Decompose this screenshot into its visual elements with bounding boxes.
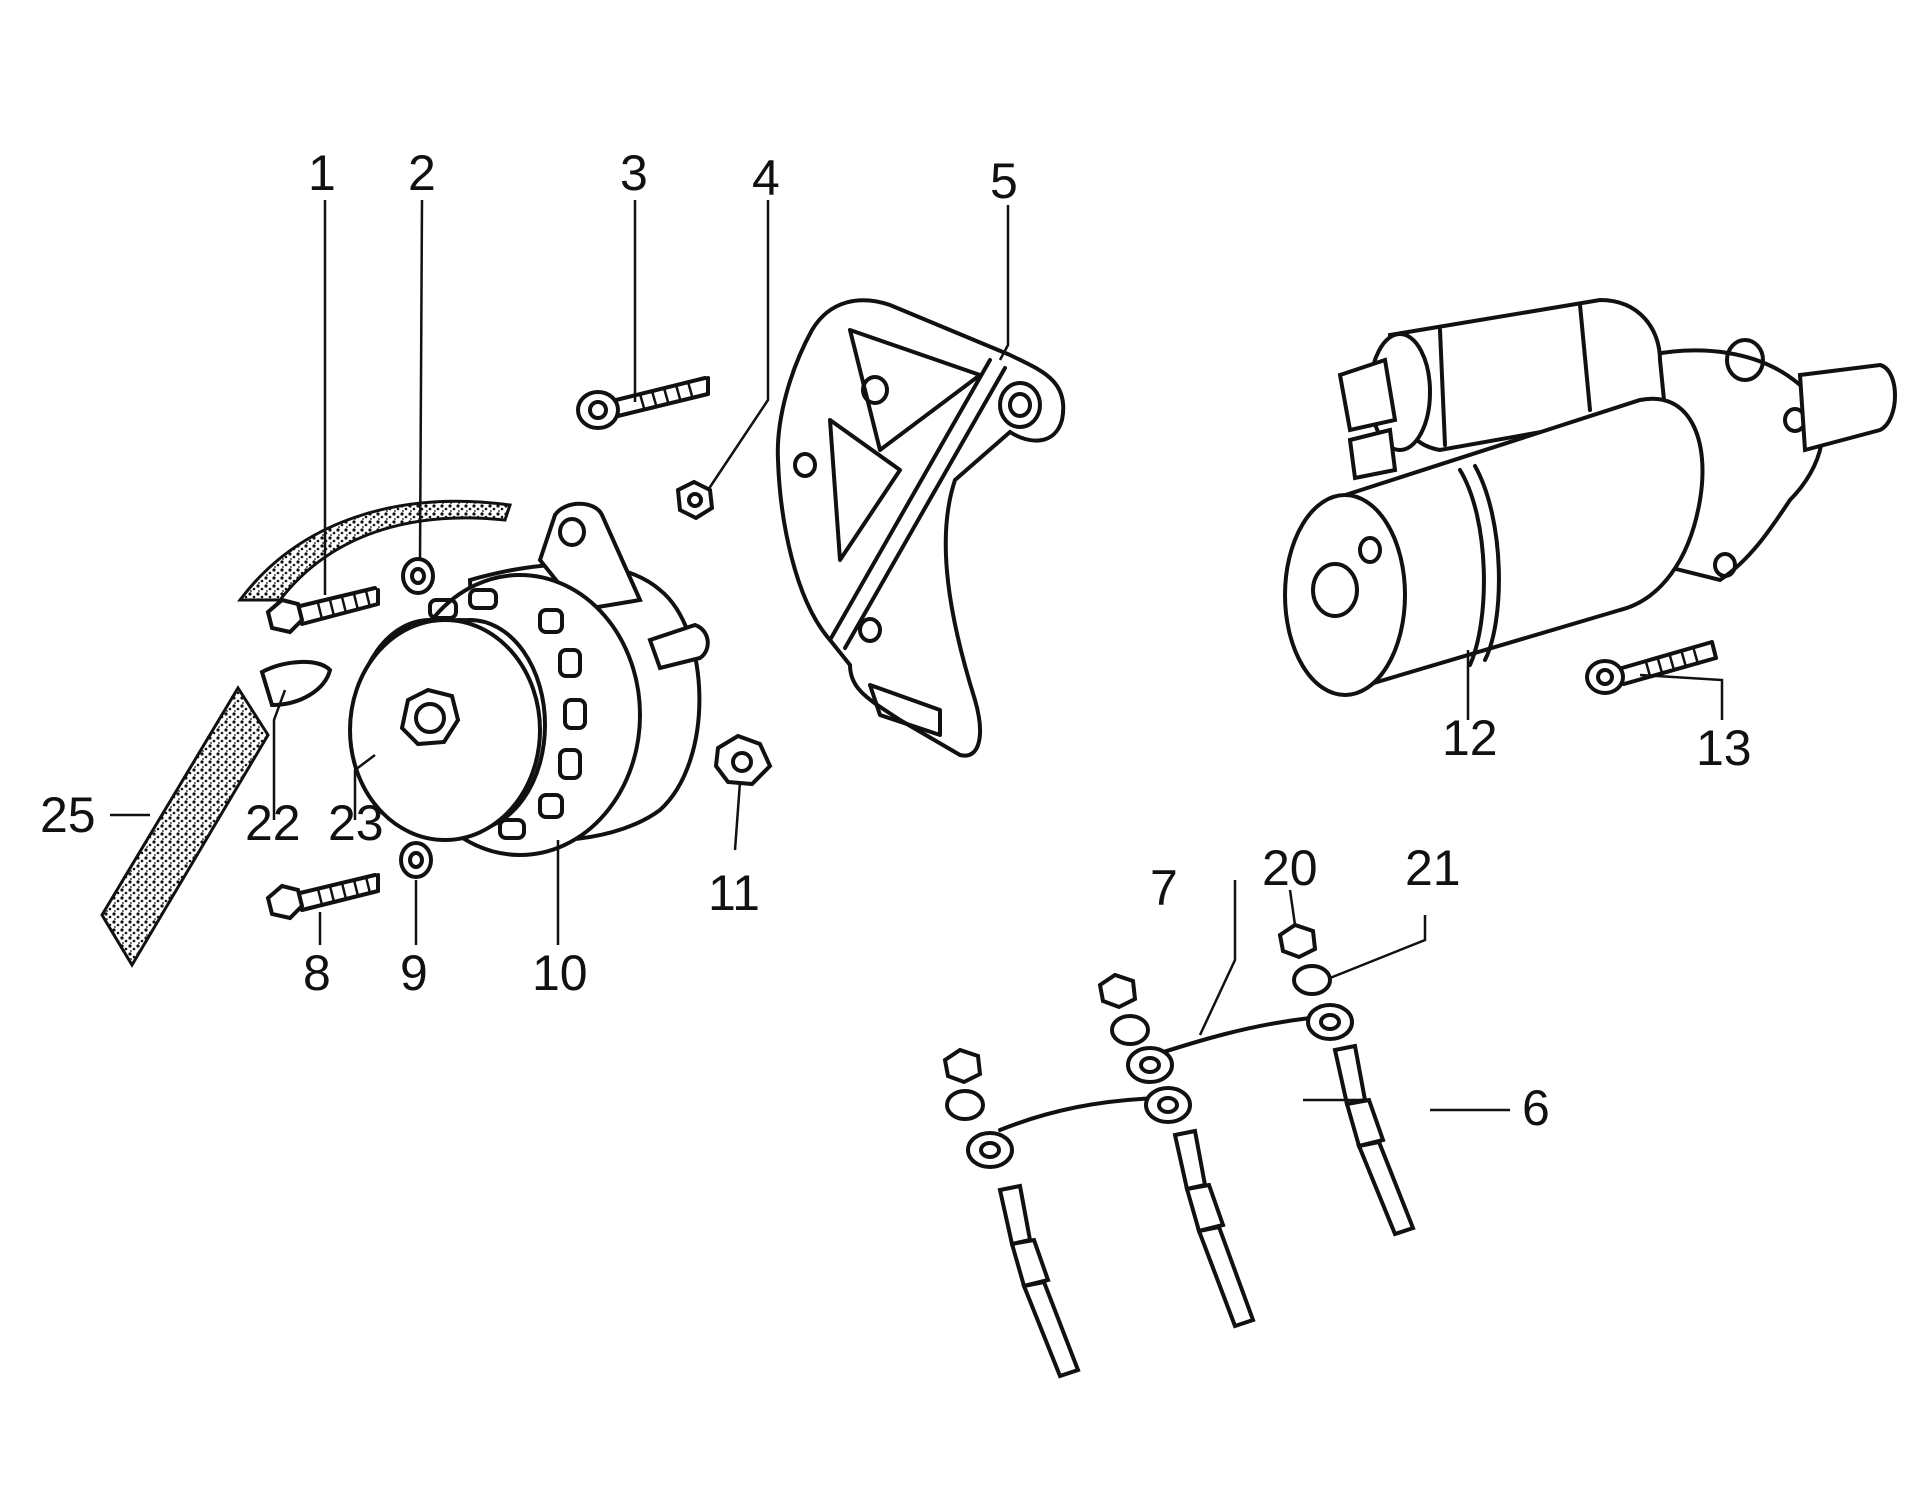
callout-13: 13 <box>1696 720 1752 776</box>
key-drawing <box>259 659 333 708</box>
bolt-13-drawing <box>1585 640 1718 695</box>
callout-23: 23 <box>328 795 384 851</box>
nut-11-drawing <box>713 733 773 787</box>
callout-2: 2 <box>408 145 436 201</box>
drive-belt-drawing <box>100 499 512 968</box>
bolt-1-drawing <box>265 586 380 635</box>
callout-7: 7 <box>1150 860 1178 916</box>
callout-11: 11 <box>708 865 760 921</box>
callout-6: 6 <box>1522 1080 1550 1136</box>
alternator-bracket-drawing <box>775 298 1066 758</box>
callout-25: 25 <box>40 787 96 843</box>
callout-22: 22 <box>245 795 301 851</box>
callout-5: 5 <box>990 153 1018 209</box>
bolt-8-drawing <box>265 873 380 921</box>
callout-1: 1 <box>308 145 336 201</box>
alternator-drawing <box>348 501 710 857</box>
bolt-3-drawing <box>576 376 710 430</box>
callout-10: 10 <box>532 945 588 1001</box>
callout-20: 20 <box>1262 840 1318 896</box>
callout-8: 8 <box>303 945 331 1001</box>
callout-9: 9 <box>400 945 428 1001</box>
callout-12: 12 <box>1442 710 1498 766</box>
callout-4: 4 <box>752 150 780 206</box>
glow-plug-system-drawing <box>942 922 1416 1379</box>
callout-3: 3 <box>620 145 648 201</box>
starter-motor-drawing <box>1283 297 1897 697</box>
washer-2-drawing <box>401 557 435 595</box>
washer-9-drawing <box>399 841 433 879</box>
callout-21: 21 <box>1405 840 1461 896</box>
leader-lines <box>110 199 1724 1112</box>
nut-4-drawing <box>675 479 715 521</box>
callout-labels: 1 2 3 4 5 6 7 8 9 10 11 12 13 20 21 22 2… <box>40 145 1752 1136</box>
